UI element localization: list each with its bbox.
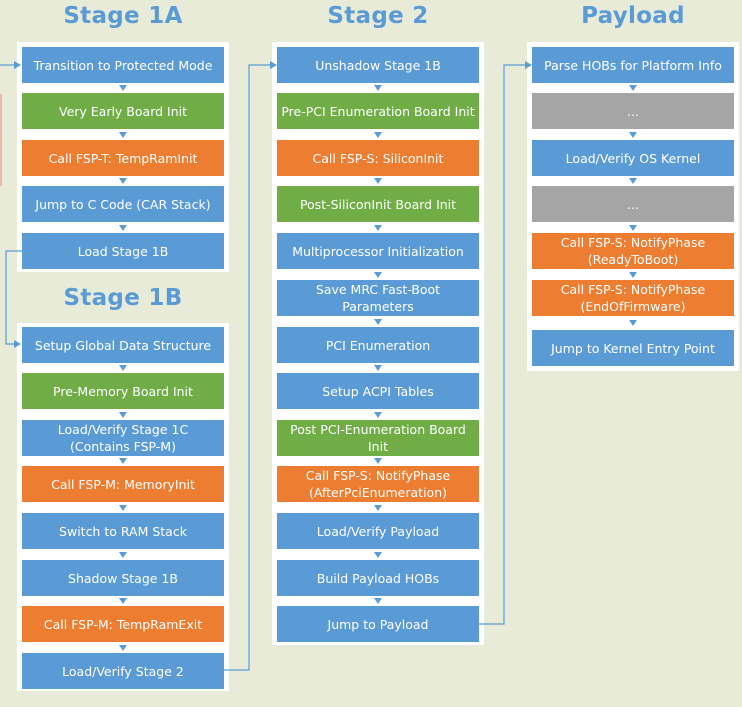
stage2-step-arrow-12 <box>374 598 382 604</box>
stage1a-step-2: Very Early Board Init <box>22 93 224 129</box>
stage2-step-arrow-6 <box>374 318 382 325</box>
stage1b-step-arrow-7 <box>119 644 127 651</box>
stage1b-step-arrow-2 <box>119 411 127 418</box>
stage1b-step-5: Switch to RAM Stack <box>22 513 224 549</box>
stage1a-step-arrow-2 <box>119 131 127 138</box>
left-edge-marker <box>0 94 2 186</box>
stage1b-step-3: Load/Verify Stage 1C (Contains FSP-M) <box>22 420 224 456</box>
payload-step-arrow-3 <box>629 178 637 184</box>
stage1b-step-arrow-3 <box>119 458 127 464</box>
heading-payload: Payload <box>581 3 685 29</box>
stage1a-step-4: Jump to C Code (CAR Stack) <box>22 186 224 222</box>
stage1b-step-arrow-6 <box>119 598 127 604</box>
payload-step-arrow-5 <box>629 271 637 278</box>
stage2-step-8: Setup ACPI Tables <box>277 373 479 409</box>
stage2-step-arrow-9 <box>374 458 382 464</box>
payload-step-arrow-2 <box>629 131 637 138</box>
stage1a-step-3: Call FSP-T: TempRamInit <box>22 140 224 176</box>
stage2-step-6: Save MRC Fast-Boot Parameters <box>277 280 479 316</box>
stage2-step-arrow-11 <box>374 551 382 558</box>
stage1b-to-stage2-line <box>224 64 270 671</box>
stage2-step-10: Call FSP-S: NotifyPhase (AfterPciEnumera… <box>277 466 479 502</box>
stage2-step-12: Build Payload HOBs <box>277 560 479 596</box>
stage2-step-arrow-7 <box>374 365 382 371</box>
stage2-step-arrow-3 <box>374 178 382 184</box>
stage1a-step-arrow-3 <box>119 178 127 184</box>
stage1b-step-1: Setup Global Data Structure <box>22 327 224 363</box>
stage1a-step-1: Transition to Protected Mode <box>22 47 224 83</box>
stage2-step-4: Post-SiliconInit Board Init <box>277 186 479 222</box>
stage1b-step-arrow-4 <box>119 504 127 511</box>
stage2-step-3: Call FSP-S: SiliconInit <box>277 140 479 176</box>
stage2-step-1: Unshadow Stage 1B <box>277 47 479 83</box>
stage1b-step-7: Call FSP-M: TempRamExit <box>22 606 224 642</box>
payload-step-3: Load/Verify OS Kernel <box>532 140 734 176</box>
payload-step-4: ... <box>532 186 734 222</box>
stage1b-step-2: Pre-Memory Board Init <box>22 373 224 409</box>
payload-step-5: Call FSP-S: NotifyPhase (ReadyToBoot) <box>532 233 734 269</box>
heading-stage-2: Stage 2 <box>327 3 429 29</box>
stage1b-step-8: Load/Verify Stage 2 <box>22 653 224 689</box>
stage2-step-13: Jump to Payload <box>277 606 479 642</box>
stage2-step-2: Pre-PCI Enumeration Board Init <box>277 93 479 129</box>
stage2-step-arrow-1 <box>374 85 382 91</box>
stage1a-step-arrow-4 <box>119 224 127 231</box>
stage2-step-11: Load/Verify Payload <box>277 513 479 549</box>
payload-step-arrow-6 <box>629 320 637 326</box>
stage2-step-arrow-2 <box>374 131 382 138</box>
payload-step-arrow-1 <box>629 85 637 91</box>
heading-stage-1a: Stage 1A <box>63 3 183 29</box>
stage2-to-payload-line <box>479 64 525 625</box>
stage1b-step-arrow-1 <box>119 365 127 371</box>
payload-step-arrow-4 <box>629 224 637 231</box>
stage2-step-7: PCI Enumeration <box>277 327 479 363</box>
stage1b-step-arrow-5 <box>119 551 127 558</box>
payload-step-1: Parse HOBs for Platform Info <box>532 47 734 83</box>
payload-step-7: Jump to Kernel Entry Point <box>532 330 734 366</box>
stage2-step-arrow-8 <box>374 411 382 418</box>
stage1a-step-arrow-1 <box>119 85 127 91</box>
stage1b-step-4: Call FSP-M: MemoryInit <box>22 466 224 502</box>
heading-stage-1b: Stage 1B <box>63 285 183 311</box>
payload-step-6: Call FSP-S: NotifyPhase (EndOfFirmware) <box>532 280 734 316</box>
stage1a-step-5: Load Stage 1B <box>22 233 224 269</box>
stage2-step-5: Multiprocessor Initialization <box>277 233 479 269</box>
stage2-step-arrow-5 <box>374 271 382 278</box>
stage2-step-arrow-4 <box>374 224 382 231</box>
stage1b-step-6: Shadow Stage 1B <box>22 560 224 596</box>
stage2-step-9: Post PCI-Enumeration Board Init <box>277 420 479 456</box>
payload-step-2: ... <box>532 93 734 129</box>
stage2-step-arrow-10 <box>374 504 382 511</box>
